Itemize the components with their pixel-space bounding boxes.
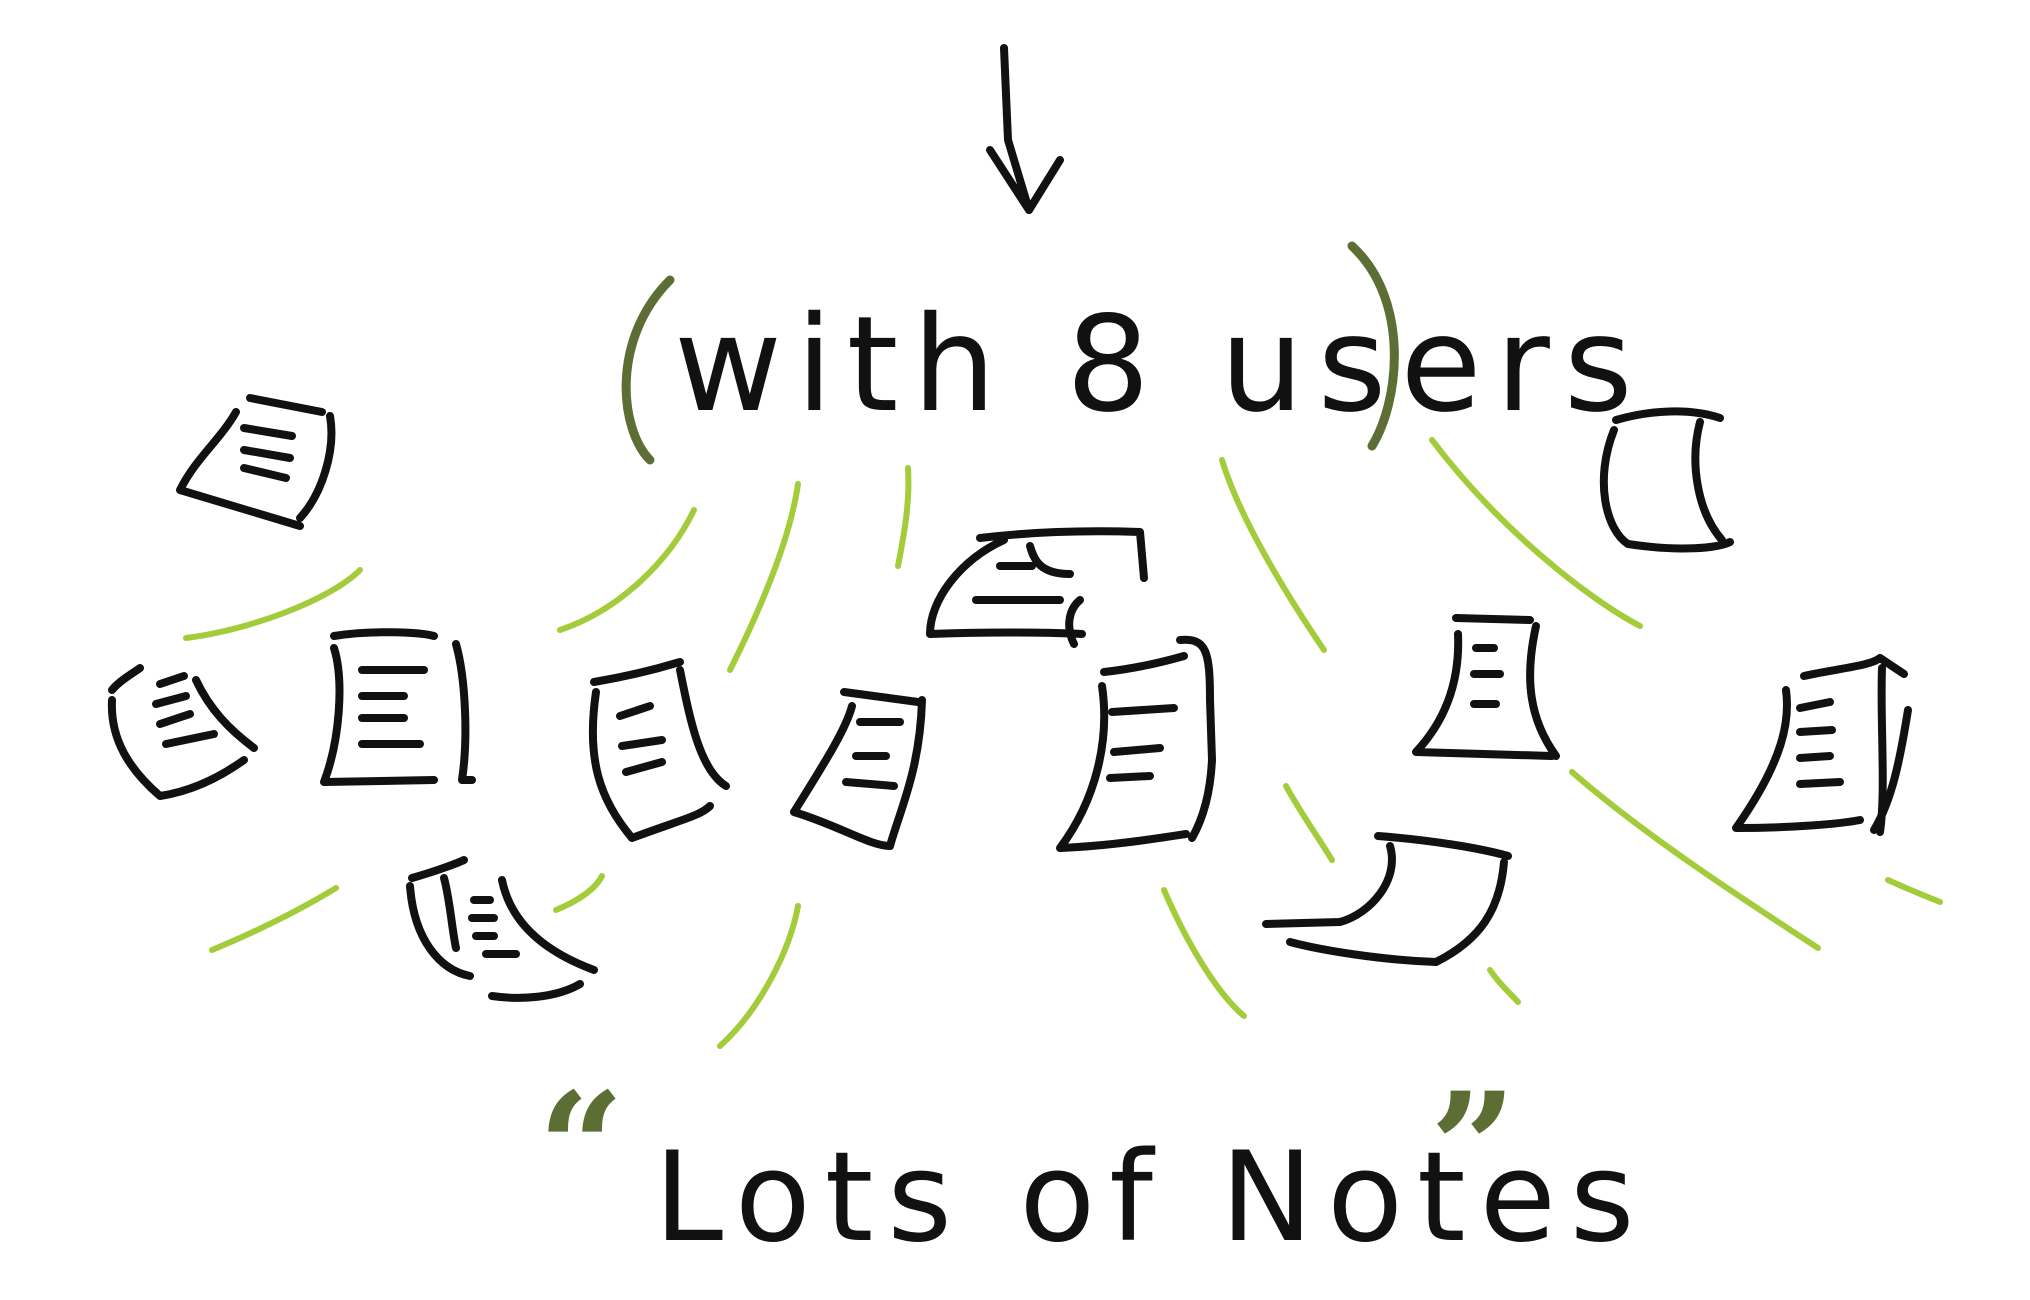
ray: [209, 885, 339, 953]
ray: [1569, 769, 1821, 951]
ray: [1219, 457, 1327, 653]
note-icon: [1412, 614, 1560, 760]
note-icon: [1056, 635, 1216, 852]
down-arrow-icon: [986, 44, 1064, 214]
note-icon: [1732, 654, 1912, 836]
ray: [1487, 967, 1521, 1005]
ray: [1885, 877, 1943, 905]
ray: [717, 903, 801, 1049]
ray: [183, 567, 363, 641]
note-icon: [1599, 407, 1734, 553]
note-icon: [107, 664, 258, 800]
ray: [557, 507, 697, 633]
note-icon: [790, 688, 926, 850]
note-icon: [926, 527, 1148, 648]
title-text: Lots of Notes: [654, 1126, 1648, 1270]
close-quote-icon: ”: [1430, 1060, 1516, 1236]
rays-group: [183, 437, 1943, 1049]
left-paren: [621, 275, 675, 465]
ray: [727, 481, 801, 673]
ray: [553, 873, 605, 913]
note-icon: [406, 856, 598, 1002]
right-paren: [1347, 241, 1399, 451]
ray: [1161, 887, 1247, 1019]
ray: [1429, 437, 1643, 629]
note-icon: [320, 628, 476, 786]
ray: [895, 465, 912, 569]
note-icon: [176, 394, 336, 530]
ray: [1283, 783, 1335, 863]
note-icon: [1262, 832, 1512, 966]
subtitle-text: with 8 users: [674, 288, 1647, 442]
open-quote-icon: “: [538, 1060, 624, 1236]
note-icon: [588, 658, 730, 842]
